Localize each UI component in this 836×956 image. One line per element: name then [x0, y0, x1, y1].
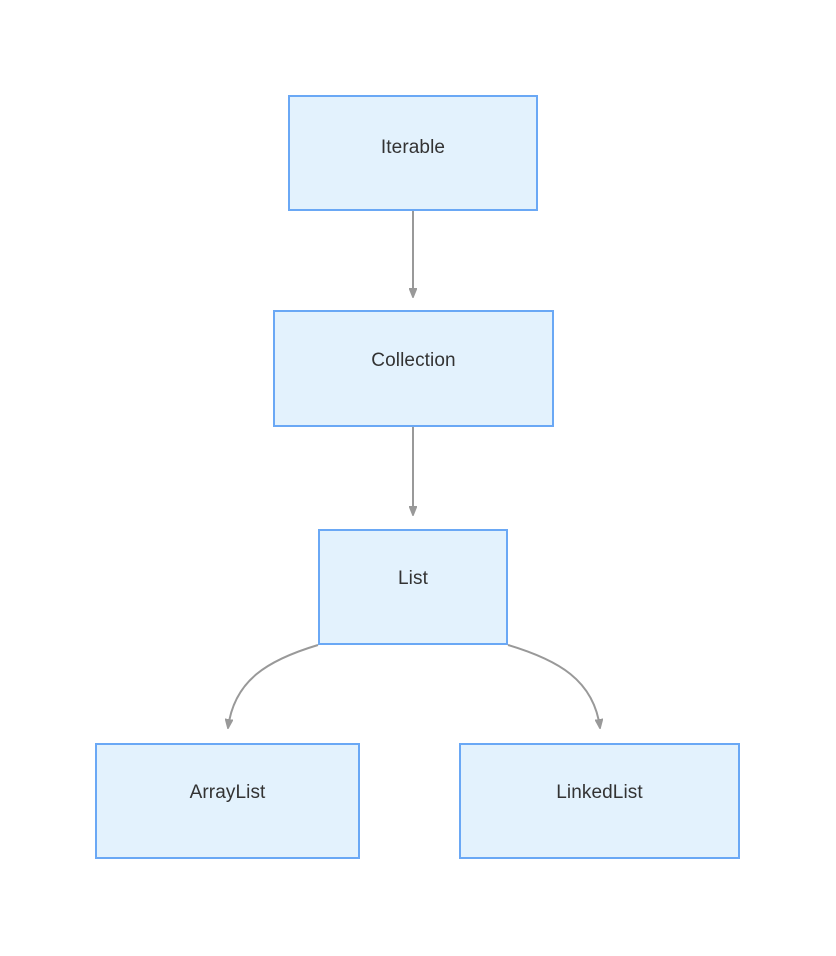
- edge-list-arraylist: [228, 644, 319, 728]
- node-iterable[interactable]: Iterable: [288, 95, 538, 211]
- edge-list-linkedlist: [507, 644, 600, 728]
- node-arraylist[interactable]: ArrayList: [95, 743, 360, 859]
- node-linkedlist[interactable]: LinkedList: [459, 743, 740, 859]
- node-label: Collection: [371, 350, 456, 371]
- node-label: ArrayList: [189, 781, 266, 803]
- node-collection[interactable]: Collection: [273, 310, 554, 427]
- node-label: List: [398, 567, 428, 589]
- node-label: Iterable: [380, 136, 446, 158]
- node-label: LinkedList: [556, 781, 643, 803]
- node-list[interactable]: List: [318, 529, 508, 645]
